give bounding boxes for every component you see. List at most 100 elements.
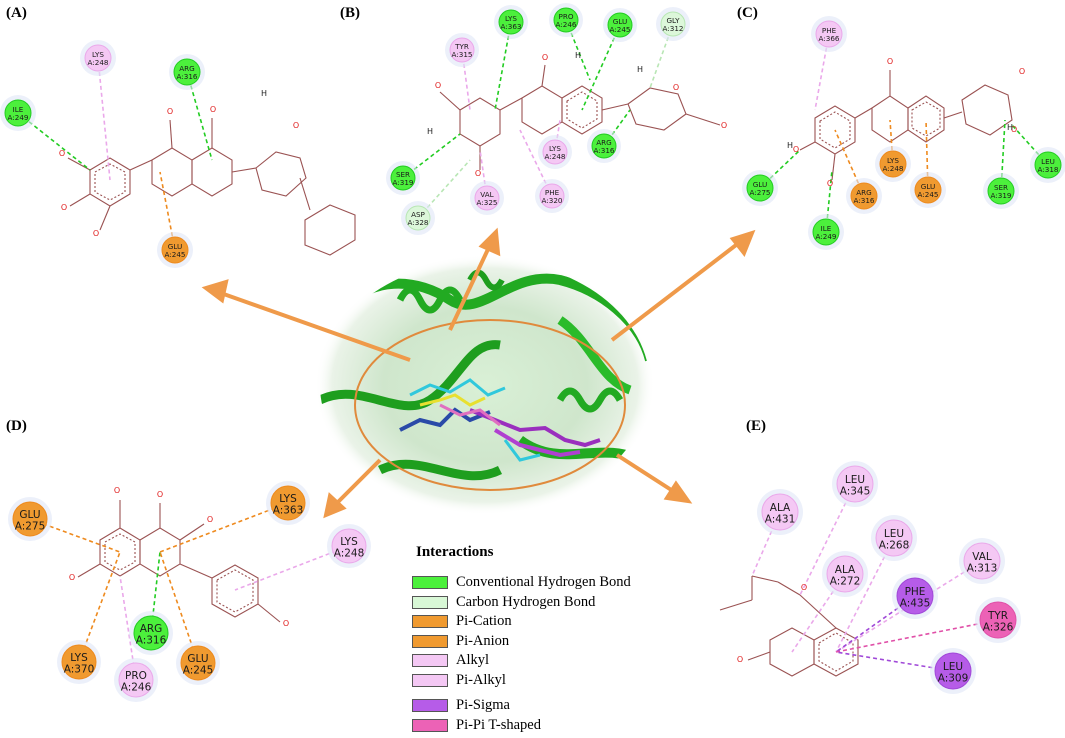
residue-number: A:312 — [663, 24, 684, 33]
legend-item: Pi-Anion — [412, 632, 712, 652]
oxygen-atom-label: O — [61, 203, 67, 212]
interaction-line — [78, 551, 121, 663]
residue-number: A:309 — [938, 673, 969, 685]
oxygen-atom-label: O — [210, 105, 216, 114]
legend-item: Pi-Cation — [412, 612, 712, 632]
legend-swatch — [412, 699, 448, 713]
residue-name: VAL — [480, 190, 493, 199]
oxygen-atom-label: O — [207, 515, 213, 524]
residue-number: A:328 — [408, 218, 429, 227]
residue-name: LYS — [505, 14, 517, 23]
protein-docking-image — [315, 255, 655, 515]
legend-label: Carbon Hydrogen Bond — [456, 593, 596, 610]
residue-number: A:316 — [854, 196, 875, 205]
residue-number: A:316 — [177, 72, 198, 81]
legend-title: Interactions — [416, 544, 494, 560]
interaction-lines — [17, 19, 1049, 681]
residue-number: A:363 — [273, 505, 304, 517]
legend-item: Pi-Alkyl — [412, 671, 712, 691]
pointer-arrows — [201, 227, 756, 519]
hydrogen-atom-label: H — [261, 89, 267, 98]
residue-name: LYS — [549, 144, 561, 153]
residue-number: A:245 — [918, 190, 939, 199]
residue-number: A:315 — [452, 50, 473, 59]
legend-label: Pi-Sigma — [456, 697, 510, 714]
hydrogen-atom-label: H — [427, 127, 433, 136]
legend-label: Conventional Hydrogen Bond — [456, 574, 631, 591]
interaction-line — [814, 33, 830, 111]
residue-name: VAL — [972, 551, 992, 563]
hydrogen-atom-label: H — [787, 141, 793, 150]
ligand-structure-b — [439, 64, 721, 170]
residue-name: PRO — [559, 12, 574, 21]
residue-name: PRO — [125, 670, 147, 682]
residue-number: A:275 — [15, 521, 46, 533]
residue-name: ILE — [13, 105, 24, 114]
residue-number: A:248 — [334, 548, 365, 560]
residue-name: LYS — [92, 50, 104, 59]
residue-name: SER — [396, 170, 410, 179]
legend-label: Pi-Anion — [456, 632, 510, 649]
interaction-line — [649, 23, 674, 89]
oxygen-atom-label: O — [167, 107, 173, 116]
oxygen-atom-label: O — [114, 486, 120, 495]
residue-name: LYS — [340, 536, 358, 548]
oxygen-atom-label: O — [542, 53, 548, 62]
interaction-line — [834, 129, 865, 197]
oxygen-atom-label: O — [157, 490, 163, 499]
legend-item: Carbon Hydrogen Bond — [412, 593, 712, 613]
residue-name: GLU — [921, 182, 935, 191]
residue-number: A:275 — [750, 188, 771, 197]
oxygen-atom-label: O — [673, 83, 679, 92]
legend-item: Alkyl — [412, 651, 712, 671]
residue-name: GLU — [613, 17, 627, 26]
interaction-line — [402, 133, 461, 179]
interaction-legend: Interactions Conventional Hydrogen Bond … — [412, 544, 712, 735]
residue-number: A:366 — [819, 34, 840, 43]
residue-name: ARG — [179, 64, 194, 73]
residue-number: A:345 — [840, 486, 871, 498]
residue-number: A:431 — [765, 514, 796, 526]
ligand-structure-a — [67, 118, 356, 256]
oxygen-atom-label: O — [1011, 125, 1017, 134]
residue-name: LEU — [845, 474, 865, 486]
legend-item: Pi-Pi T-shaped — [412, 716, 712, 736]
legend-swatch — [412, 718, 448, 732]
hydrogen-atom-label: H — [637, 65, 643, 74]
residue-number: A:319 — [991, 191, 1012, 200]
residue-number: A:245 — [183, 665, 214, 677]
legend-item: Conventional Hydrogen Bond — [412, 573, 712, 593]
residue-number: A:319 — [393, 178, 414, 187]
residue-name: ARG — [596, 138, 611, 147]
interaction-line — [925, 119, 929, 191]
residue-number: A:316 — [136, 635, 167, 647]
oxygen-atom-label: O — [793, 145, 799, 154]
legend-swatch — [412, 654, 448, 668]
residue-number: A:249 — [8, 113, 29, 122]
